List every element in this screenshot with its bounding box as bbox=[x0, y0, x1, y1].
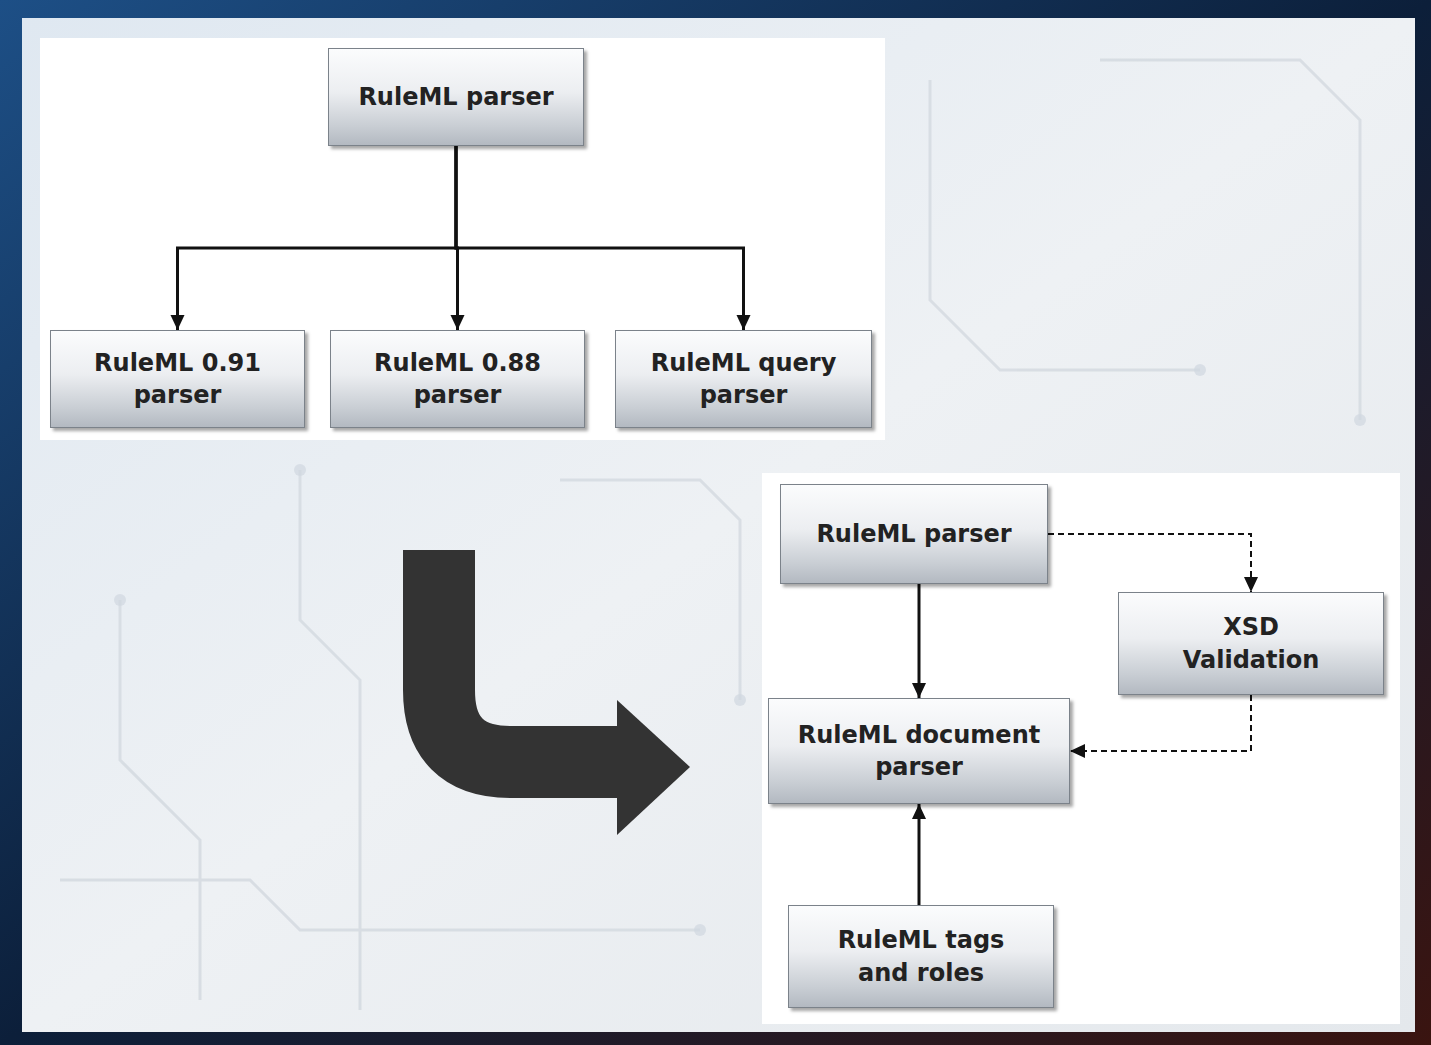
arrow bbox=[456, 146, 744, 330]
box-label: RuleML parser bbox=[358, 81, 553, 113]
box-label: RuleML query parser bbox=[634, 347, 854, 412]
process-box: RuleML 0.88 parser bbox=[330, 330, 585, 428]
arrow bbox=[178, 146, 457, 330]
dashed-arrow bbox=[1070, 695, 1251, 751]
process-box: RuleML parser bbox=[328, 48, 584, 146]
transition-arrow-head bbox=[617, 700, 690, 835]
panel bbox=[40, 38, 885, 440]
process-box: RuleML query parser bbox=[615, 330, 872, 428]
process-box: RuleML 0.91 parser bbox=[50, 330, 305, 428]
box-label: RuleML document parser bbox=[784, 719, 1054, 784]
arrow bbox=[918, 804, 921, 905]
box-label: RuleML tags and roles bbox=[811, 924, 1031, 989]
box-label: RuleML 0.91 parser bbox=[78, 347, 278, 412]
process-box: XSD Validation bbox=[1118, 592, 1384, 695]
arrow bbox=[918, 584, 921, 698]
box-label: RuleML parser bbox=[816, 518, 1011, 550]
panel bbox=[762, 473, 1400, 1024]
process-box: RuleML document parser bbox=[768, 698, 1070, 804]
process-box: RuleML tags and roles bbox=[788, 905, 1054, 1008]
backdrop bbox=[22, 18, 1415, 1032]
box-label: RuleML 0.88 parser bbox=[358, 347, 558, 412]
box-label: XSD Validation bbox=[1166, 611, 1336, 676]
transition-arrow-body bbox=[439, 550, 625, 762]
process-box: RuleML parser bbox=[780, 484, 1048, 584]
dashed-arrow bbox=[1048, 534, 1251, 592]
transition-arrow bbox=[439, 550, 690, 835]
